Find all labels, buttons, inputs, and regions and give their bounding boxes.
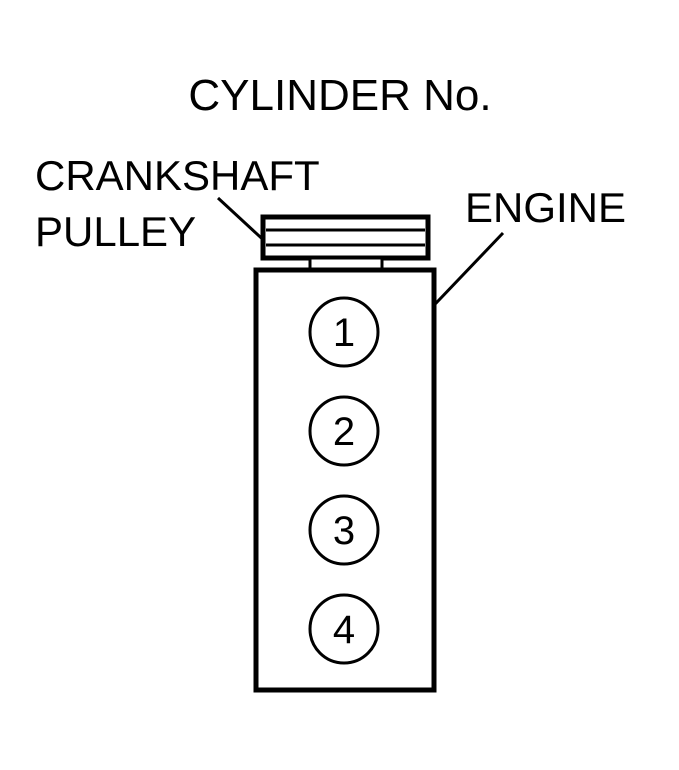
engine-label: ENGINE xyxy=(465,184,626,231)
crankshaft-pulley xyxy=(260,214,431,261)
cylinder-1: 1 xyxy=(308,296,380,368)
crankshaft-pulley-label-line2: PULLEY xyxy=(35,208,196,255)
cylinder-4: 4 xyxy=(308,593,380,665)
cylinder-4-number: 4 xyxy=(333,608,355,652)
cylinder-2-number: 2 xyxy=(333,410,355,454)
cylinder-2: 2 xyxy=(308,395,380,467)
diagram-title: CYLINDER No. xyxy=(188,71,491,120)
crankshaft-pulley-label-line1: CRANKSHAFT xyxy=(35,152,320,199)
cylinder-3: 3 xyxy=(308,494,380,566)
cylinder-1-number: 1 xyxy=(333,311,355,355)
cylinder-3-number: 3 xyxy=(333,509,355,553)
